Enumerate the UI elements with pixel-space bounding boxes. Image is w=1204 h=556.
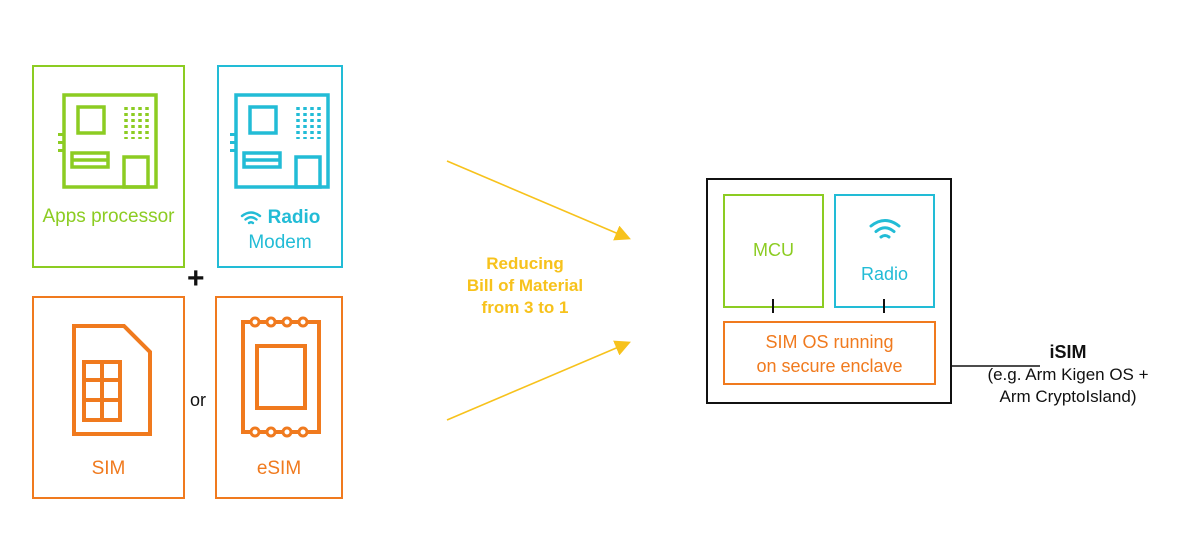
apps-processor-label: Apps processor <box>42 206 175 227</box>
chip-icon <box>230 93 330 189</box>
modem-label: Modem <box>248 232 312 253</box>
isim-title: iSIM <box>1049 342 1087 362</box>
mcu-box: MCU <box>723 194 824 308</box>
radio-box: Radio <box>834 194 935 308</box>
radio-label-bold: Radio <box>267 207 321 228</box>
arrow-bottom <box>446 340 631 421</box>
isim-line-1: (e.g. Arm Kigen OS + <box>987 365 1149 384</box>
isim-line-2: Arm CryptoIsland) <box>999 387 1137 406</box>
wifi-icon <box>869 219 901 239</box>
sim-box: SIM <box>32 296 185 499</box>
enclave-line-2: on secure enclave <box>756 356 903 376</box>
secure-enclave-box: SIM OS running on secure enclave <box>723 321 936 385</box>
esim-chip-icon <box>241 316 321 438</box>
sim-label: SIM <box>91 458 126 479</box>
sim-card-icon <box>72 324 152 436</box>
apps-processor-box: Apps processor <box>32 65 185 268</box>
esim-label: eSIM <box>256 458 302 479</box>
reduction-line-1: Reducing <box>486 254 564 273</box>
arrow-top <box>446 160 631 241</box>
plus-sign: + <box>187 262 205 295</box>
or-label: or <box>190 390 207 410</box>
radio-modem-box: Radio Modem <box>217 65 343 268</box>
reduction-line-2: Bill of Material <box>466 276 584 295</box>
reduction-caption: Reducing Bill of Material from 3 to 1 <box>440 253 610 319</box>
radio-connector <box>883 299 885 313</box>
enclave-line-1: SIM OS running <box>765 332 894 352</box>
isim-caption: iSIM (e.g. Arm Kigen OS + Arm CryptoIsla… <box>968 340 1168 408</box>
esim-box: eSIM <box>215 296 343 499</box>
wifi-icon <box>240 211 261 225</box>
radio-label: Radio <box>860 264 909 284</box>
mcu-connector <box>772 299 774 313</box>
mcu-label: MCU <box>753 240 794 260</box>
reduction-line-3: from 3 to 1 <box>481 298 569 317</box>
radio-modem-title: Radio <box>219 206 341 230</box>
chip-icon <box>58 93 158 189</box>
